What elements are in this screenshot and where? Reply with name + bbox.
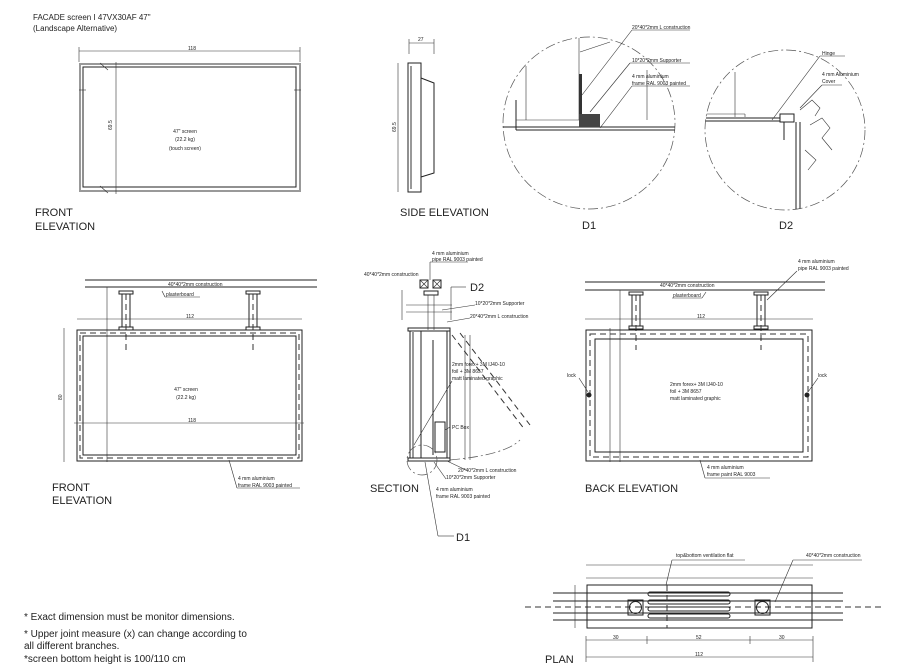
drawing-title: FACADE screen I 47VX30AF 47" (Landscape … bbox=[33, 13, 151, 33]
dim-height: 69.5 bbox=[108, 120, 114, 130]
note-vent: top&bottom ventilation flat bbox=[676, 553, 734, 559]
screen-size: 47" screen bbox=[173, 129, 197, 135]
view-label: ELEVATION bbox=[35, 221, 95, 233]
d1-note-construction: 20*40*2mm L construction bbox=[632, 25, 691, 31]
note-graphic: 2mm forex+ 3M IJ40-10 bbox=[670, 382, 723, 388]
d2-note-hinge: Hinge bbox=[822, 51, 835, 57]
d2-note-cover: 4 mm Aluminium bbox=[822, 72, 859, 78]
note-pipe: 4 mm aluminium bbox=[432, 251, 469, 257]
note-frame: frame paint RAL 9003 bbox=[707, 472, 756, 478]
note-supporter-top: 10*20*2mm Supporter bbox=[475, 301, 525, 307]
note-frame: 4 mm aluminium bbox=[436, 487, 473, 493]
note-frame: frame RAL 9003 painted bbox=[238, 483, 292, 489]
front-elevation-mounted: 40*40*2mm construction plasterboard 112 … bbox=[52, 279, 317, 507]
note-graphic: foil + 3M 8657 bbox=[670, 389, 702, 395]
dim-width: 112 bbox=[697, 314, 705, 320]
note-line: *screen bottom height is 100/110 cm bbox=[24, 654, 186, 665]
note-forex: foil + 3M 8657 bbox=[452, 369, 484, 375]
note-l-top: 20*40*2mm L construction bbox=[470, 314, 529, 320]
title-line2: (Landscape Alternative) bbox=[33, 24, 117, 33]
screen-size: 47" screen bbox=[174, 387, 198, 393]
note-line: all different branches. bbox=[24, 641, 119, 652]
front-elevation-top: 118 69.5 47" screen (22.2 kg) (touch scr… bbox=[35, 46, 301, 233]
view-label: ELEVATION bbox=[52, 495, 112, 507]
notes: * Exact dimension must be monitor dimens… bbox=[24, 612, 247, 665]
side-elevation: 27 69.5 SIDE ELEVATION bbox=[392, 37, 489, 219]
d1-note-frame: 4 mm aluminium bbox=[632, 74, 669, 80]
dim-width: 112 bbox=[186, 314, 194, 320]
d2-note-cover: Cover bbox=[822, 79, 836, 85]
note-pipe: pipe RAL 9003 painted bbox=[798, 266, 849, 272]
note-construction: 40*40*2mm construction bbox=[364, 272, 419, 278]
note-pipe: 4 mm aluminium bbox=[798, 259, 835, 265]
view-label: FRONT bbox=[35, 207, 73, 219]
title-line1: FACADE screen I 47VX30AF 47" bbox=[33, 13, 151, 22]
callout-d2: D2 bbox=[470, 282, 484, 294]
dim-height: 69.5 bbox=[392, 122, 398, 132]
note-plasterboard: plasterboard bbox=[166, 292, 194, 298]
dim-mid: 52 bbox=[696, 635, 702, 641]
dim-depth: 27 bbox=[418, 37, 424, 43]
note-lock-right: lock bbox=[818, 373, 827, 379]
dim-inner: 118 bbox=[188, 418, 196, 424]
view-label: PLAN bbox=[545, 654, 574, 666]
dim-left: 30 bbox=[613, 635, 619, 641]
view-label: SIDE ELEVATION bbox=[400, 207, 489, 219]
note-frame: 4 mm aluminium bbox=[707, 465, 744, 471]
note-lock-left: lock bbox=[567, 373, 576, 379]
note-l-bottom: 20*40*2mm L construction bbox=[458, 468, 517, 474]
note-line: * Exact dimension must be monitor dimens… bbox=[24, 612, 235, 623]
d1-note-frame: frame RAL 9003 painted bbox=[632, 81, 686, 87]
note-construction: 40*40*2mm construction bbox=[168, 282, 223, 288]
dim-total: 112 bbox=[695, 652, 703, 658]
detail-d2: Hinge 4 mm Aluminium Cover D2 bbox=[704, 49, 866, 232]
view-label: SECTION bbox=[370, 483, 419, 495]
back-elevation: 4 mm aluminium pipe RAL 9003 painted 40*… bbox=[567, 259, 849, 495]
view-label: BACK ELEVATION bbox=[585, 483, 678, 495]
note-pc-box: PC Box bbox=[452, 425, 469, 431]
note-construction: 40*40*2mm construction bbox=[806, 553, 861, 559]
dim-right: 30 bbox=[779, 635, 785, 641]
detail-label-d2: D2 bbox=[779, 220, 793, 232]
note-forex: matt laminated graphic bbox=[452, 376, 503, 382]
dim-height: 80 bbox=[58, 394, 64, 400]
screen-type: (touch screen) bbox=[169, 146, 201, 152]
note-frame: frame RAL 9003 painted bbox=[436, 494, 490, 500]
callout-d1: D1 bbox=[456, 532, 470, 544]
note-line: * Upper joint measure (x) can change acc… bbox=[24, 629, 247, 640]
note-plasterboard: plasterboard bbox=[673, 293, 701, 299]
plan-view: top&bottom ventilation flat 40*40*2mm co… bbox=[525, 553, 885, 666]
note-pipe: pipe RAL 9003 painted bbox=[432, 257, 483, 263]
note-construction: 40*40*2mm construction bbox=[660, 283, 715, 289]
view-label: FRONT bbox=[52, 482, 90, 494]
note-forex: 2mm forex+ 3M IJ40-10 bbox=[452, 362, 505, 368]
screen-weight: (22.2 kg) bbox=[175, 137, 195, 143]
dim-width: 118 bbox=[188, 46, 196, 52]
note-graphic: matt laminated graphic bbox=[670, 396, 721, 402]
note-supporter-bottom: 10*20*2mm Supporter bbox=[446, 475, 496, 481]
note-frame: 4 mm aluminium bbox=[238, 476, 275, 482]
d1-note-supporter: 10*20*2mm Supporter bbox=[632, 58, 682, 64]
screen-weight: (22.2 kg) bbox=[176, 395, 196, 401]
section-view: 4 mm aluminium pipe RAL 9003 painted 40*… bbox=[364, 251, 531, 544]
detail-label-d1: D1 bbox=[582, 220, 596, 232]
detail-d1: 20*40*2mm L construction 10*20*2mm Suppo… bbox=[502, 25, 691, 232]
